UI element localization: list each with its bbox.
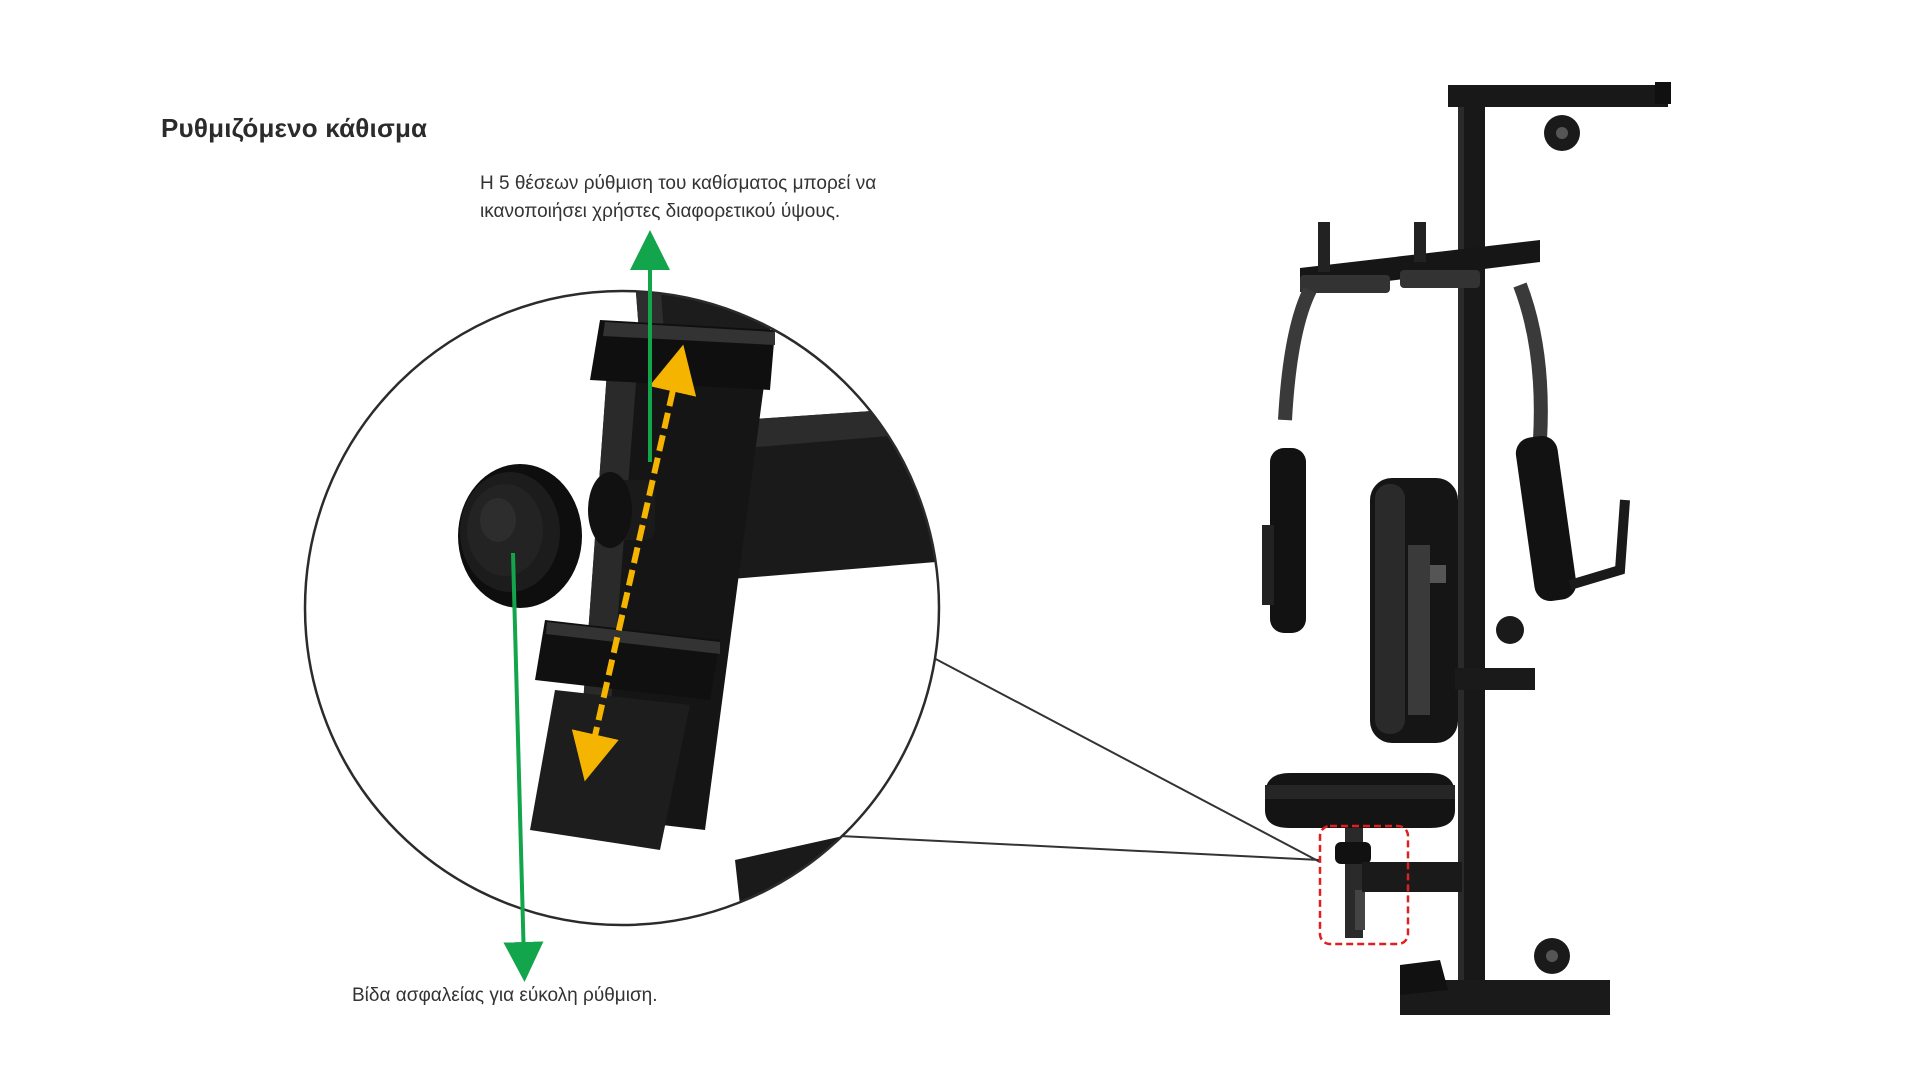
seat-positions-caption-line1: Η 5 θέσεων ρύθμιση του καθίσματος μπορεί… <box>480 173 877 194</box>
seat-positions-caption-line2: ικανοποιήσει χρήστες διαφορετικού ύψους. <box>480 201 841 222</box>
page-title: Ρυθμιζόμενο κάθισμα <box>161 113 428 143</box>
leader-line-lower <box>839 835 1321 861</box>
seat-adjust-highlight <box>1318 824 1410 946</box>
leader-line-upper <box>929 655 1321 863</box>
safety-screw-pointer <box>503 552 544 982</box>
zoom-detail <box>303 289 941 927</box>
safety-screw-caption: Βίδα ασφαλείας για εύκολη ρύθμιση. <box>352 985 658 1006</box>
pec-deck-machine-illustration <box>1262 82 1671 1015</box>
adjust-range-arrow <box>571 344 697 782</box>
adjustment-knob-icon <box>458 464 582 608</box>
seat-positions-caption: Η 5 θέσεων ρύθμιση του καθίσματος μπορεί… <box>480 170 1000 226</box>
